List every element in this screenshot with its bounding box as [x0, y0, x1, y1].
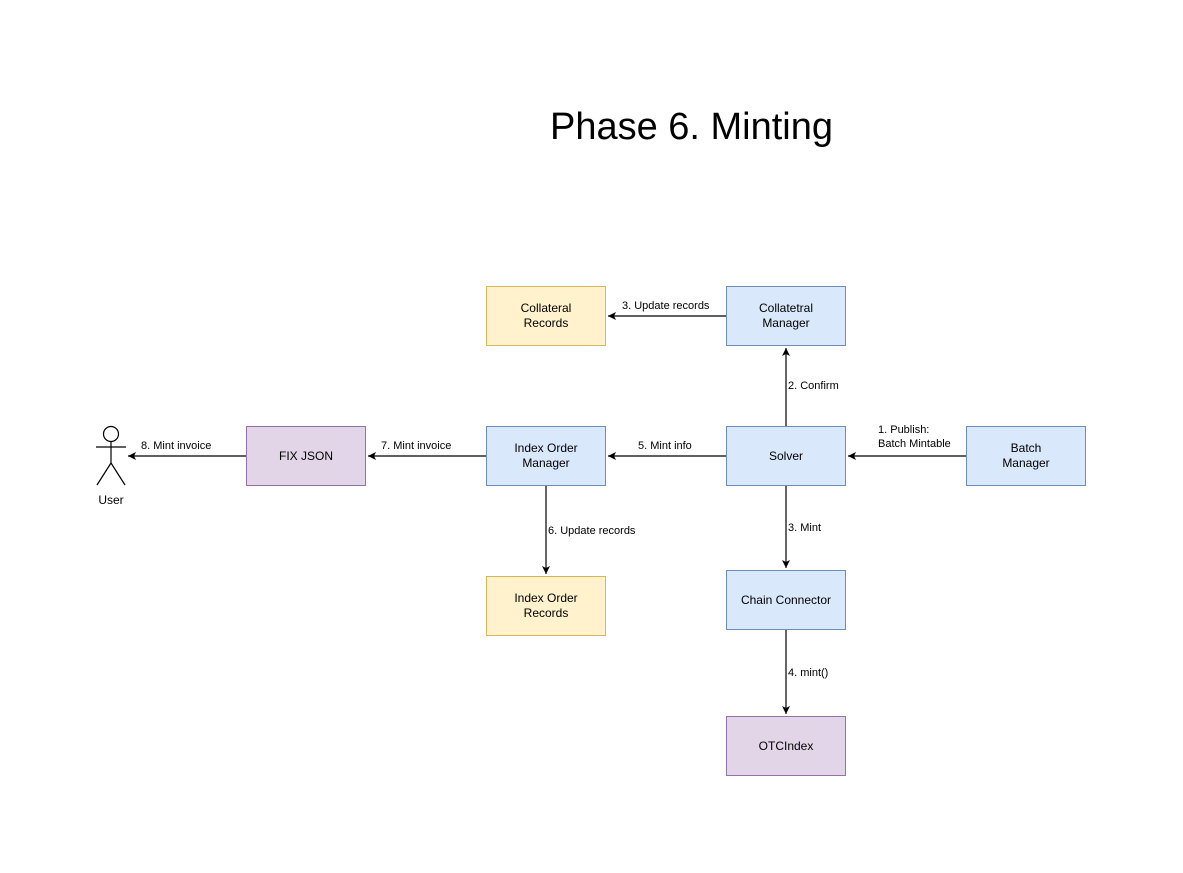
collateral-records-node: Collateral Records	[486, 286, 606, 346]
user-actor-icon	[96, 425, 126, 486]
index-order-manager-node: Index Order Manager	[486, 426, 606, 486]
edge-label-mint-invoice-fix: 7. Mint invoice	[381, 439, 452, 453]
index-order-records-node: Index Order Records	[486, 576, 606, 636]
diagram-title: Phase 6. Minting	[549, 106, 834, 148]
edge-label-confirm: 2. Confirm	[788, 379, 839, 393]
fix-json-node: FIX JSON	[246, 426, 366, 486]
edge-label-mint: 3. Mint	[788, 521, 822, 535]
otc-index-node: OTCIndex	[726, 716, 846, 776]
batch-manager-node: Batch Manager	[966, 426, 1086, 486]
edge-label-mint-invoice-user: 8. Mint invoice	[141, 439, 212, 453]
edge-label-mint-info: 5. Mint info	[638, 439, 692, 453]
chain-connector-node: Chain Connector	[726, 570, 846, 630]
solver-node: Solver	[726, 426, 846, 486]
user-label: User	[98, 493, 124, 507]
collateral-manager-node: Collatetral Manager	[726, 286, 846, 346]
edge-label-update-index: 6. Update records	[548, 524, 636, 538]
edge-label-mint-call: 4. mint()	[788, 666, 829, 680]
edge-label-publish: 1. Publish: Batch Mintable	[878, 423, 951, 451]
edge-label-update-collateral: 3. Update records	[622, 299, 710, 313]
